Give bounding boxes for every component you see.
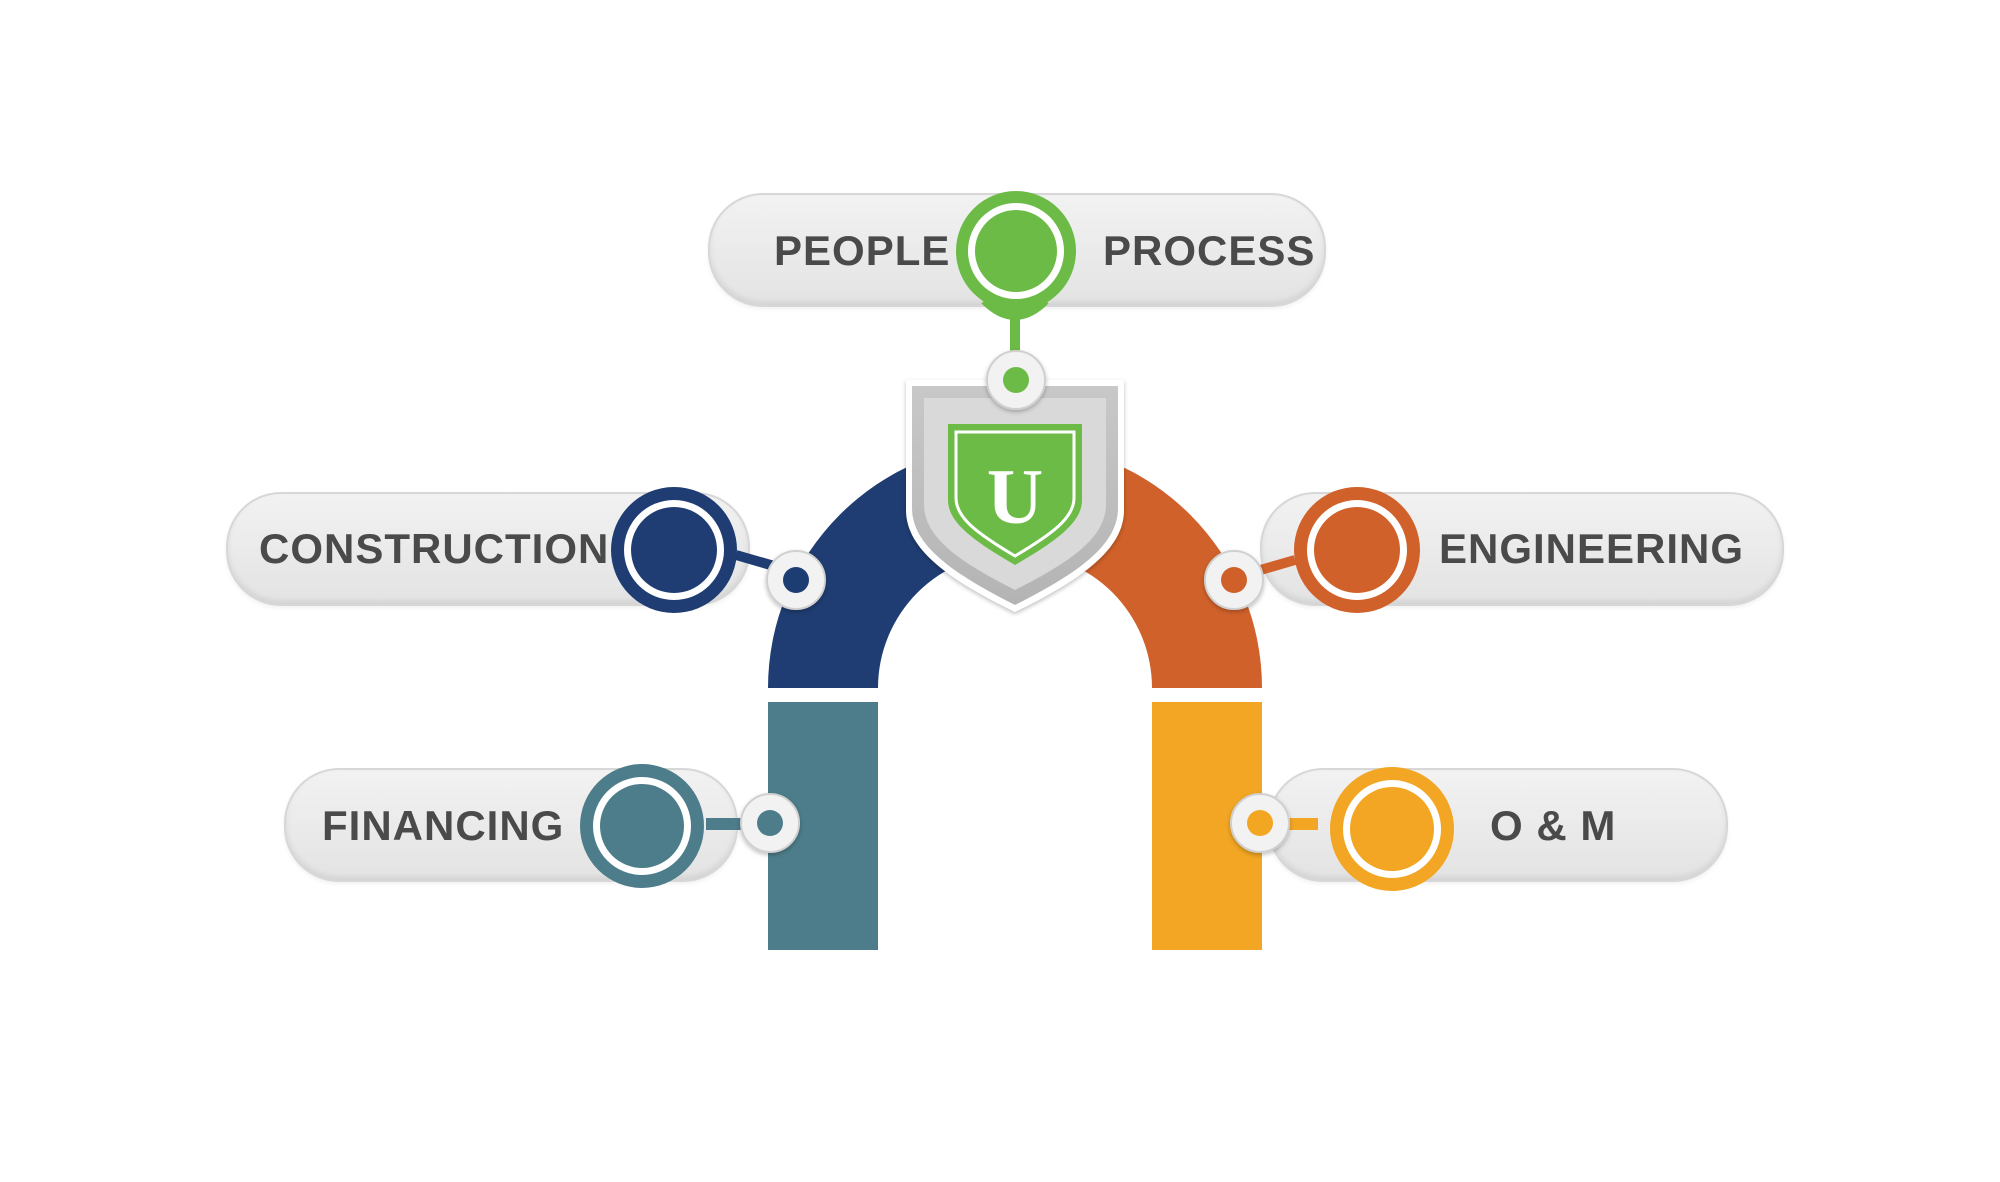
- financing-dot: [740, 793, 800, 853]
- people-process-node: [956, 191, 1076, 311]
- label-construction: CONSTRUCTION: [259, 525, 610, 572]
- om-dot: [1230, 793, 1290, 853]
- label-process: PROCESS: [1103, 227, 1316, 274]
- label-financing: FINANCING: [322, 802, 565, 849]
- label-engineering: ENGINEERING: [1439, 525, 1745, 572]
- engineering-node: [1294, 487, 1420, 613]
- om-node: [1330, 767, 1454, 891]
- people-process-dot: [986, 350, 1046, 410]
- logo-letter: U: [987, 453, 1043, 540]
- financing-node: [580, 764, 704, 888]
- engineering-dot: [1204, 550, 1264, 610]
- construction-dot: [766, 550, 826, 610]
- label-people: PEOPLE: [774, 227, 951, 274]
- shield-logo: [906, 380, 1124, 612]
- construction-node: [611, 487, 737, 613]
- label-om: O & M: [1490, 802, 1617, 849]
